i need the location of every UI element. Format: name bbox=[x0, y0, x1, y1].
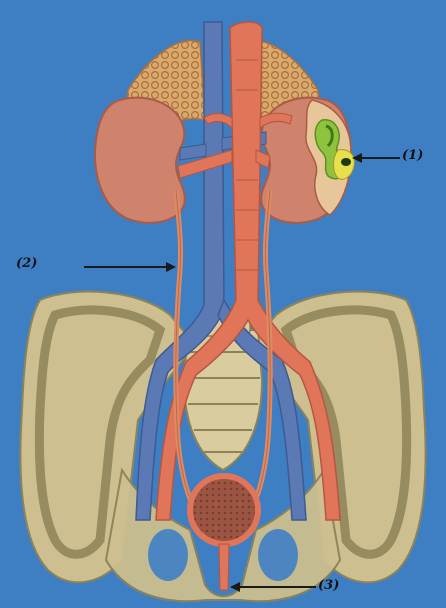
label-1: (1) bbox=[402, 148, 423, 163]
left-kidney bbox=[95, 98, 185, 223]
urethra bbox=[219, 544, 229, 590]
left-obturator bbox=[148, 529, 188, 581]
label-3: (3) bbox=[318, 578, 339, 593]
right-obturator bbox=[258, 529, 298, 581]
label-2: (2) bbox=[16, 256, 37, 271]
kidney-stone bbox=[341, 158, 351, 166]
bladder bbox=[190, 476, 258, 544]
